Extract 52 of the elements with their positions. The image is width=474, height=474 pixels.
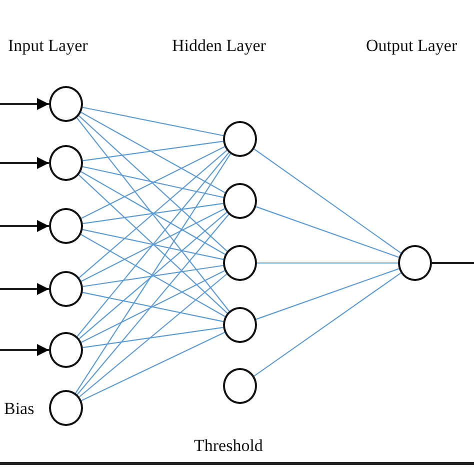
- connection-line: [78, 115, 228, 252]
- neuron-circle: [49, 390, 83, 426]
- connection-line: [82, 264, 224, 288]
- layer-heading: Input Layer: [8, 36, 88, 56]
- connection-line: [80, 146, 226, 219]
- connection-line: [76, 214, 230, 396]
- connection-line: [82, 106, 224, 136]
- neuron-circle: [223, 368, 257, 404]
- connection-line: [82, 166, 224, 198]
- connection-line: [82, 292, 224, 322]
- connection-line: [74, 152, 232, 394]
- layer-heading: Output Layer: [366, 36, 458, 56]
- connection-line: [82, 326, 224, 348]
- connection-line: [257, 262, 398, 264]
- neuron-circle: [49, 332, 83, 368]
- arrow: [0, 157, 49, 169]
- connection-line: [78, 174, 228, 314]
- neuron-circle: [223, 121, 257, 157]
- connection-line: [256, 268, 400, 320]
- connection-line: [254, 148, 402, 254]
- neuron-circle: [49, 145, 83, 181]
- connection-line: [78, 150, 228, 278]
- neuron-circle: [223, 183, 257, 219]
- connection-line: [76, 152, 230, 338]
- neuron-circle: [223, 307, 257, 343]
- node-caption: Bias: [4, 399, 34, 419]
- node-caption: Threshold: [194, 436, 263, 456]
- connection-line: [80, 208, 226, 282]
- neuron-circle: [49, 86, 83, 122]
- connection-line: [82, 202, 224, 224]
- layer-heading: Hidden Layer: [172, 36, 266, 56]
- arrow: [0, 98, 49, 110]
- connection-line: [81, 332, 225, 402]
- connection-line: [254, 272, 402, 377]
- connection-line: [80, 112, 226, 194]
- neuron-circle: [49, 208, 83, 244]
- connection-line: [78, 273, 228, 398]
- connection-line: [256, 206, 400, 258]
- connection-line: [82, 140, 224, 162]
- connection-line: [432, 262, 474, 264]
- arrow: [0, 283, 49, 295]
- connection-line: [76, 117, 230, 312]
- connection-line: [80, 270, 226, 343]
- connection-line: [78, 212, 228, 340]
- neuron-circle: [223, 245, 257, 281]
- connection-line: [80, 234, 226, 318]
- neuron-circle: [398, 245, 432, 281]
- neuron-circle: [49, 271, 83, 307]
- arrow: [0, 220, 49, 232]
- connection-line: [80, 171, 226, 255]
- arrow: [0, 344, 49, 356]
- connection-line: [82, 229, 224, 260]
